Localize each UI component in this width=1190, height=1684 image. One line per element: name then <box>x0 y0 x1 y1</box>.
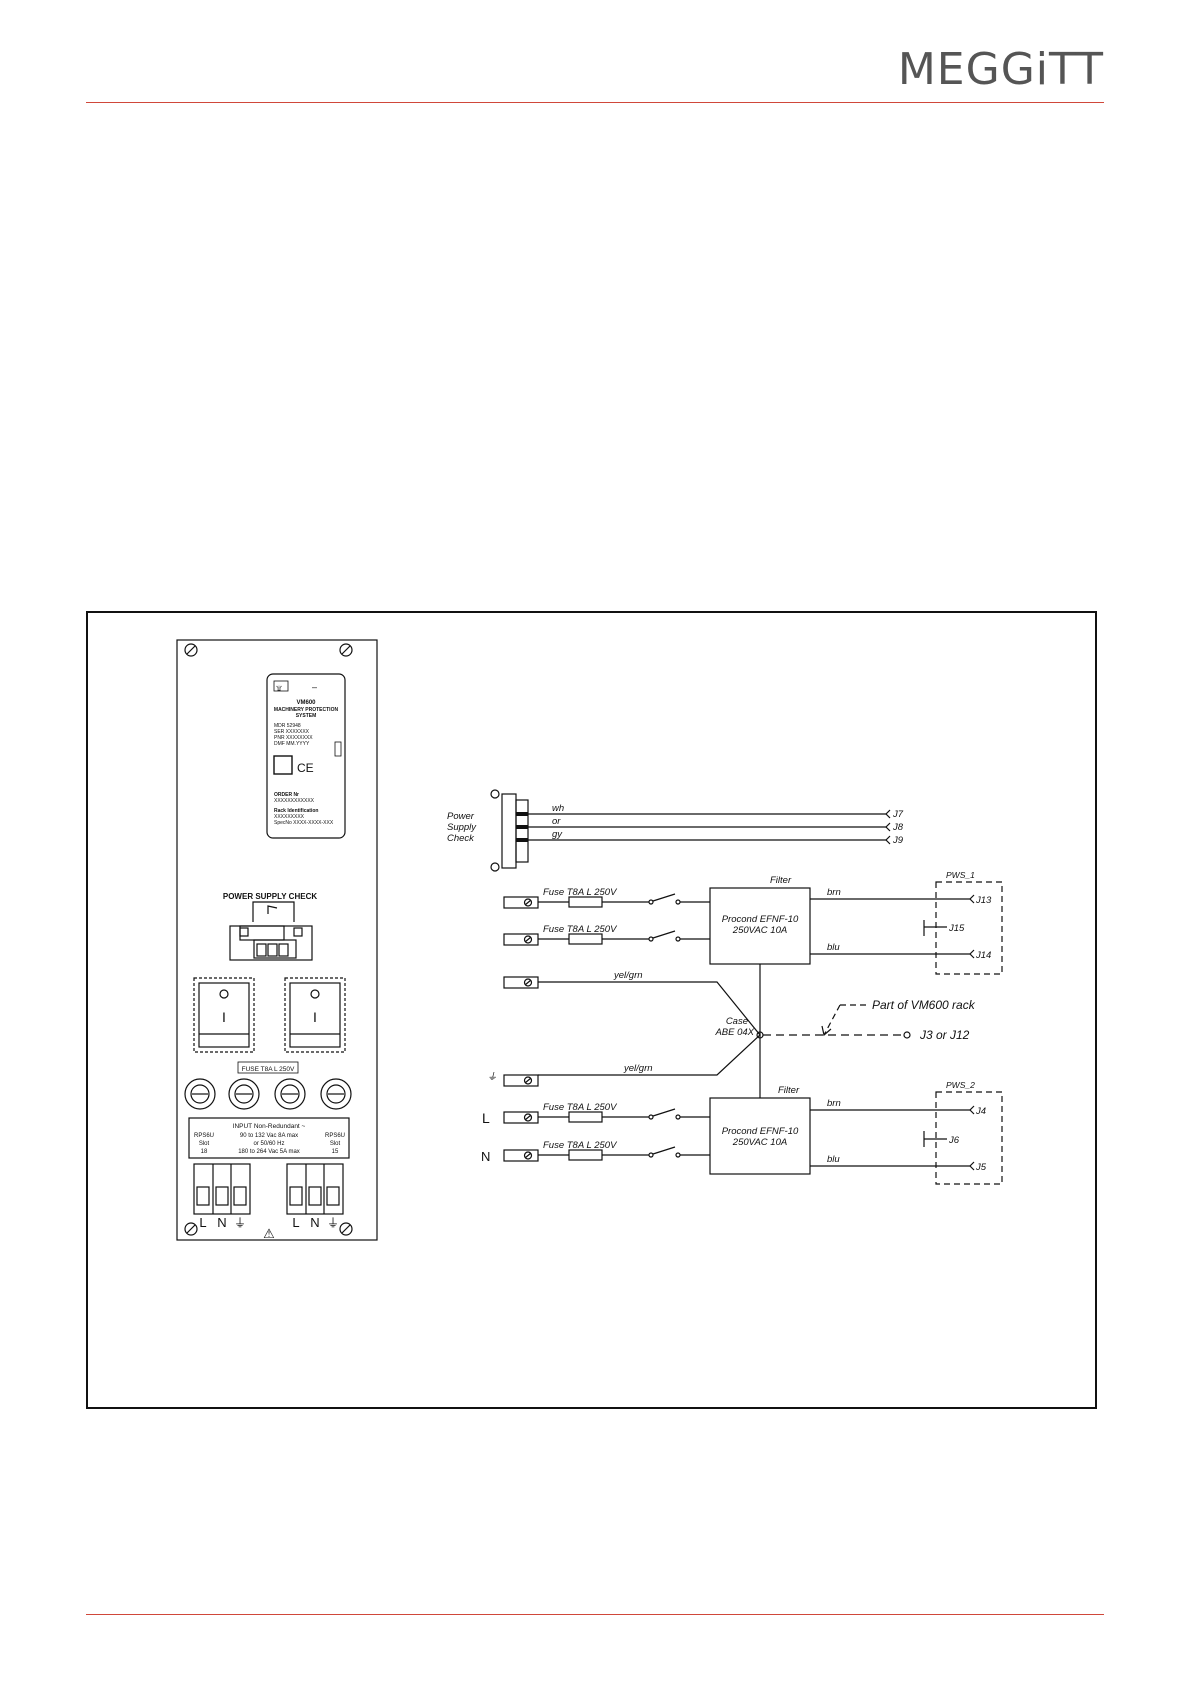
input-mid-3: 180 to 264 Vac 5A max <box>238 1149 300 1155</box>
header-rule <box>86 102 1104 103</box>
label-ce: CE <box>297 761 314 775</box>
terminal-left-L: L <box>199 1215 206 1230</box>
filter-2-line2: 250VAC 10A <box>732 1137 787 1148</box>
fuse-label-2: Fuse T8A L 250V <box>543 924 618 935</box>
case-line1: Case <box>726 1016 748 1027</box>
jack-j8: J8 <box>892 822 904 833</box>
switch-right-symbol: I <box>313 1009 317 1025</box>
terminal-right-L: L <box>292 1215 299 1230</box>
jack-j4: J4 <box>975 1106 986 1117</box>
jack-j15: J15 <box>948 923 965 934</box>
input-mid-2: or 50/60 Hz <box>253 1141 284 1147</box>
input-left-2: Slot <box>199 1141 210 1147</box>
pws1-label: PWS_1 <box>946 870 975 880</box>
label-title: VM600 <box>296 700 316 706</box>
label-order: ORDER Nr <box>274 792 299 798</box>
label-rack-value: XXXXXXXXX <box>274 814 305 820</box>
filter-label-2: Filter <box>778 1085 800 1096</box>
input-line1: INPUT Non-Redundant ~ <box>233 1123 306 1130</box>
wire-blu-1: blu <box>827 942 840 953</box>
front-panel <box>176 639 378 1241</box>
fuse-label-3: Fuse T8A L 250V <box>543 1102 618 1113</box>
filter-1-line2: 250VAC 10A <box>732 925 787 936</box>
power-supply-check-title: POWER SUPPLY CHECK <box>223 892 317 901</box>
fuse-label-4: Fuse T8A L 250V <box>543 1140 618 1151</box>
pws2-box <box>935 1091 1003 1185</box>
label-date: DMF MM.YYYY <box>274 741 310 747</box>
case-line2: ABE 04X <box>714 1027 754 1038</box>
label-pnr: PNR XXXXXXXX <box>274 735 313 741</box>
j3-or-j12: J3 or J12 <box>919 1028 970 1042</box>
line-L-label: L <box>482 1110 490 1126</box>
label-specific: SpecNo XXXX-XXXX-XXX <box>274 820 334 826</box>
filter-box-2 <box>709 1097 811 1175</box>
psc-label-1: Power <box>447 811 475 822</box>
input-mid-1: 90 to 132 Vac 8A max <box>240 1133 298 1139</box>
jack-j13: J13 <box>975 895 992 906</box>
warning-icon: ⚠ <box>263 1226 275 1241</box>
schematic-terminals <box>503 896 539 1162</box>
jack-j6: J6 <box>948 1135 960 1146</box>
brand-logo: MEGGiTT <box>897 44 1104 95</box>
product-label <box>266 673 346 839</box>
terminal-right-earth: ⏚ <box>327 1216 339 1230</box>
terminal-block-left <box>193 1163 251 1215</box>
input-rating-label <box>188 1117 350 1159</box>
wire-gy: gy <box>552 829 563 840</box>
fuse-label: FUSE T8A L 250V <box>242 1066 295 1073</box>
pws1-box <box>935 881 1003 975</box>
label-subtitle-2: SYSTEM <box>296 713 317 719</box>
input-left-3: 18 <box>201 1149 208 1155</box>
jack-j9: J9 <box>892 835 904 846</box>
wire-wh: wh <box>552 803 564 814</box>
filter-1-line1: Procond EFNF-10 <box>722 914 799 925</box>
label-mdr: MDR 52948 <box>274 723 301 729</box>
jack-j7: J7 <box>892 809 904 820</box>
input-left-1: RPS6U <box>194 1133 214 1139</box>
jack-j5: J5 <box>975 1162 987 1173</box>
wire-or: or <box>552 816 561 827</box>
pws2-label: PWS_2 <box>946 1080 975 1090</box>
psc-connector <box>229 901 313 961</box>
label-rack: Rack Identification <box>274 808 318 814</box>
psc-label-2: Supply <box>447 822 477 833</box>
part-of-rack: Part of VM600 rack <box>872 998 976 1012</box>
filter-label-1: Filter <box>770 875 792 886</box>
input-right-2: Slot <box>330 1141 341 1147</box>
wire-brn-1: brn <box>827 887 841 898</box>
fuse-holders <box>184 1078 352 1110</box>
terminal-right-N: N <box>310 1215 319 1230</box>
yel-grn-2: yel/grn <box>623 1063 653 1074</box>
rocker-switch-left <box>193 977 255 1053</box>
yel-grn-1: yel/grn <box>613 970 643 981</box>
label-dash: – <box>312 682 317 692</box>
jack-j14: J14 <box>975 950 991 961</box>
terminal-left-N: N <box>217 1215 226 1230</box>
panel-screws <box>184 643 353 1236</box>
earth-label: ⏚ <box>487 1072 497 1083</box>
wire-blu-2: blu <box>827 1154 840 1165</box>
label-logo: ۩ <box>276 683 282 692</box>
switch-left-symbol: I <box>222 1009 226 1025</box>
input-right-1: RPS6U <box>325 1133 345 1139</box>
label-ser: SER XXXXXXX <box>274 729 310 735</box>
psc-label-3: Check <box>447 833 475 844</box>
wire-brn-2: brn <box>827 1098 841 1109</box>
filter-2-line1: Procond EFNF-10 <box>722 1126 799 1137</box>
footer-rule <box>86 1614 1104 1615</box>
terminal-block-right <box>286 1163 344 1215</box>
terminal-left-earth: ⏚ <box>234 1216 246 1230</box>
rocker-switch-right <box>284 977 346 1053</box>
label-subtitle-1: MACHINERY PROTECTION <box>274 707 339 713</box>
fuse-label-1: Fuse T8A L 250V <box>543 887 618 898</box>
label-order-value: XXXXXXXXXXXX <box>274 798 315 804</box>
figure-drawing: ۩ – VM600 MACHINERY PROTECTION SYSTEM MD… <box>176 639 1003 1241</box>
line-N-label: N <box>481 1149 490 1164</box>
psc-schematic-connector <box>490 789 529 872</box>
figure-frame: ۩ – VM600 MACHINERY PROTECTION SYSTEM MD… <box>86 611 1097 1409</box>
input-right-3: 15 <box>332 1149 339 1155</box>
